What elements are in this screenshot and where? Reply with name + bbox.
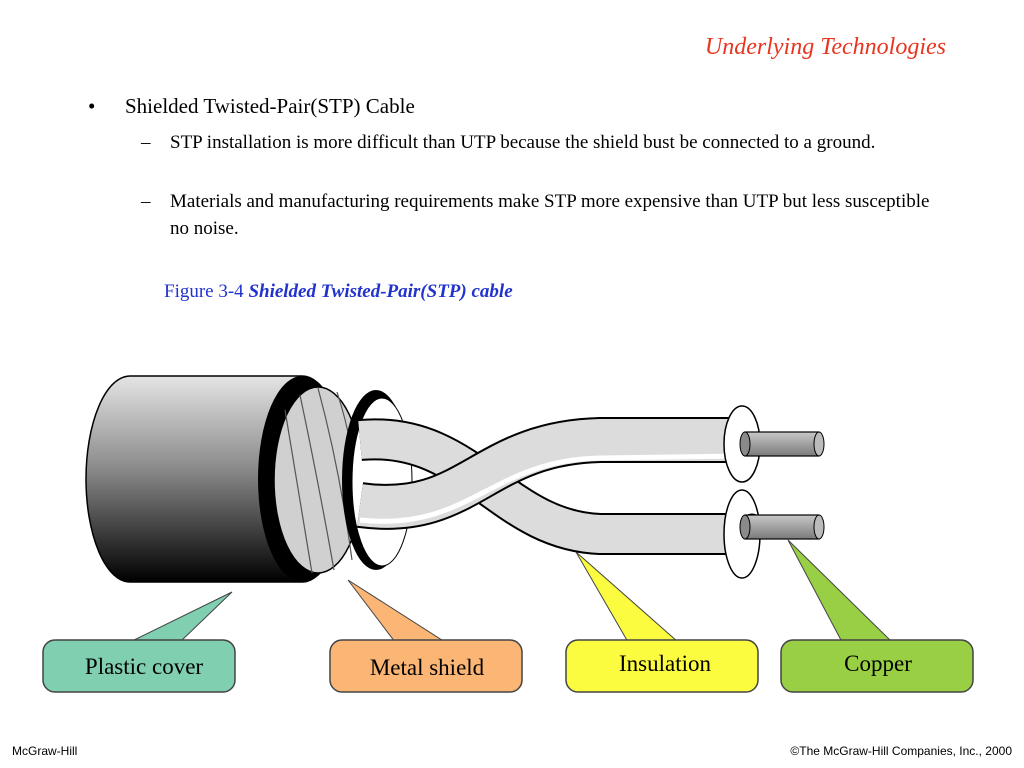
- plastic-cover-label-text: Plastic cover: [85, 654, 203, 679]
- metal-shield-shape: [273, 386, 413, 574]
- metal-shield-pointer: [347, 579, 447, 643]
- figure-number: Figure 3-4: [164, 281, 244, 302]
- footer-publisher: McGraw-Hill: [12, 744, 78, 758]
- copper-label: Copper: [780, 639, 974, 693]
- copper-conductor-lower: [739, 514, 825, 540]
- figure-title: Shielded Twisted-Pair(STP) cable: [248, 281, 513, 302]
- insulation-pointer: [575, 551, 680, 643]
- sub-bullet-text: STP installation is more difficult than …: [170, 132, 876, 153]
- figure-caption: Figure 3-4 Shielded Twisted-Pair(STP) ca…: [164, 281, 513, 303]
- plastic-cover-label: Plastic cover: [42, 639, 236, 693]
- copper-conductor-upper: [739, 431, 825, 457]
- footer-copyright: ©The McGraw-Hill Companies, Inc., 2000: [790, 744, 1012, 758]
- metal-shield-label-text: Metal shield: [370, 655, 485, 680]
- insulated-wire-upper: [356, 405, 761, 530]
- sub-bullet-text: Materials and manufacturing requirements…: [170, 191, 930, 239]
- slide-title: Underlying Technologies: [704, 34, 946, 60]
- bullet-marker: •: [88, 94, 96, 118]
- sub-bullet-marker: –: [141, 132, 151, 153]
- plastic-cover-pointer: [129, 591, 233, 643]
- copper-pointer: [787, 539, 894, 643]
- sub-bullet-item: – STP installation is more difficult tha…: [141, 129, 931, 156]
- copper-label-text: Copper: [844, 651, 912, 676]
- sub-bullet-item: – Materials and manufacturing requiremen…: [141, 188, 931, 242]
- bullet-text: Shielded Twisted-Pair(STP) Cable: [125, 94, 415, 118]
- insulation-label-text: Insulation: [619, 651, 711, 676]
- sub-bullet-marker: –: [141, 191, 151, 212]
- insulation-label: Insulation: [565, 639, 759, 693]
- metal-shield-label: Metal shield: [329, 639, 523, 693]
